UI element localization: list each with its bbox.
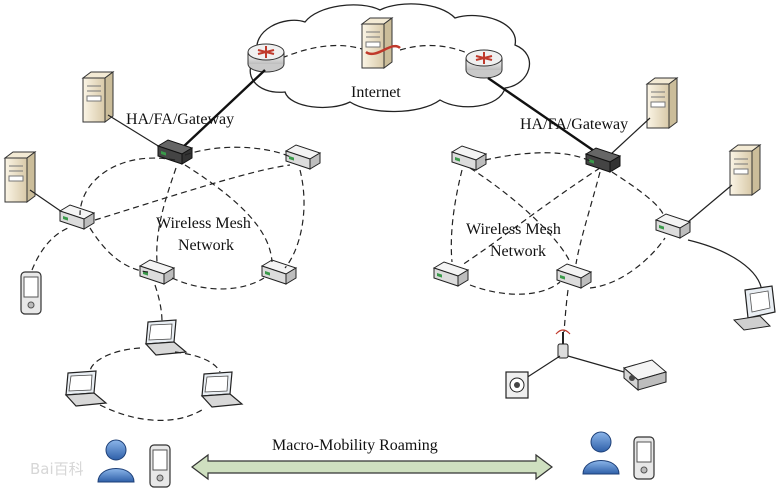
- webcam: [505, 371, 529, 399]
- internet-label: Internet: [351, 84, 401, 101]
- internet-router-left: [247, 43, 285, 73]
- laptop-left-top: [145, 319, 187, 356]
- pda-user-left: [149, 444, 171, 488]
- mesh-right-label-line2: Network: [490, 243, 546, 260]
- server-left-top: [82, 71, 114, 123]
- mesh-router-right-south: [556, 263, 592, 289]
- mesh-router-right-west: [451, 145, 487, 171]
- internet-router-right: [465, 49, 503, 79]
- gateway-right-router: [585, 147, 621, 173]
- mesh-router-left-east: [285, 144, 321, 170]
- watermark: Bai百科: [30, 460, 84, 478]
- mesh-router-left-west: [59, 204, 95, 230]
- gateway-left-label: HA/FA/Gateway: [126, 111, 234, 128]
- user-right: [582, 431, 620, 475]
- server-right-top: [646, 77, 678, 129]
- mesh-router-right-southwest: [433, 261, 469, 287]
- roaming-label: Macro-Mobility Roaming: [272, 437, 438, 454]
- server-right: [729, 144, 761, 196]
- wireless-access-point: [555, 289, 571, 359]
- pda-left: [20, 271, 42, 315]
- roaming-arrow: [191, 453, 553, 481]
- laptop-left-bottom: [65, 370, 107, 407]
- mesh-router-right-east: [655, 213, 691, 239]
- desktop-monitor: [687, 239, 776, 331]
- mesh-left-label-line2: Network: [178, 237, 234, 254]
- internet-server: [361, 17, 401, 69]
- mesh-left-label-line1: Wireless Mesh: [156, 215, 251, 232]
- pda-user-right: [633, 436, 655, 480]
- laptop-left-right: [201, 371, 243, 408]
- mesh-right-label-line1: Wireless Mesh: [466, 221, 561, 238]
- mesh-router-left-southeast: [261, 259, 297, 285]
- projector: [622, 359, 668, 392]
- gateway-right-label: HA/FA/Gateway: [520, 116, 628, 133]
- user-left: [97, 439, 135, 483]
- server-left: [4, 151, 36, 203]
